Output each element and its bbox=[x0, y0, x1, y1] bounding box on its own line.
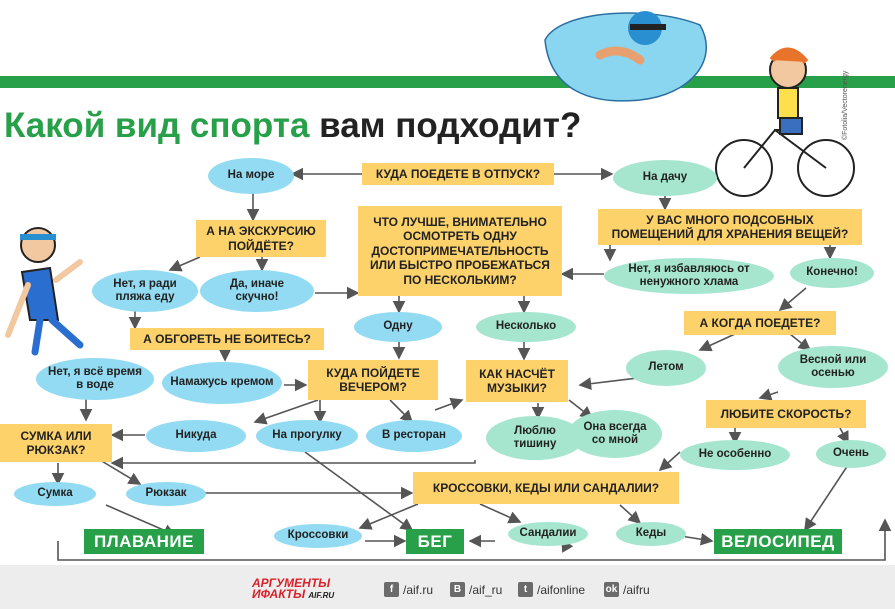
answer-spring: Весной или осенью bbox=[778, 346, 888, 388]
answer-one: Одну bbox=[354, 312, 442, 342]
answer-summer: Летом bbox=[626, 350, 706, 386]
answer-riddance: Нет, я избавляюсь от ненужного хлама bbox=[604, 258, 774, 294]
answer-withme: Она всегда со мной bbox=[568, 410, 662, 458]
question-sightseeing: Что лучше, внимательно осмотреть одну до… bbox=[358, 206, 562, 296]
answer-cream: Намажусь кремом bbox=[162, 362, 282, 404]
footer-bar bbox=[0, 565, 895, 609]
twitter-icon: t bbox=[518, 582, 533, 597]
social-twitter[interactable]: t/aifonline bbox=[518, 582, 585, 597]
answer-backpack: Рюкзак bbox=[126, 482, 206, 506]
aif-logo[interactable]: АРГУМЕНТЫ ИФАКТЫ AIF.RU bbox=[252, 576, 335, 601]
result-swimming: ПЛАВАНИЕ bbox=[84, 529, 204, 554]
answer-walk: На прогулку bbox=[256, 420, 358, 452]
answer-notreally: Не особенно bbox=[680, 440, 790, 470]
runner-illustration bbox=[5, 227, 84, 356]
odnoklassniki-icon: ok bbox=[604, 582, 619, 597]
answer-dacha: На дачу bbox=[613, 160, 717, 196]
result-cycling: ВЕЛОСИПЕД bbox=[714, 529, 842, 554]
question-sunburn: А обгореть не боитесь? bbox=[130, 328, 324, 350]
answer-beach: Нет, я ради пляжа еду bbox=[92, 270, 198, 312]
question-storage: У вас много подсобных помещений для хран… bbox=[598, 209, 862, 245]
answer-sandals: Сандалии bbox=[508, 522, 588, 546]
answer-several: Несколько bbox=[476, 312, 576, 342]
vk-icon: B bbox=[450, 582, 465, 597]
answer-silence: Люблю тишину bbox=[486, 416, 584, 460]
answer-restaurant: В ресторан bbox=[366, 420, 462, 452]
social-vk[interactable]: B/aif_ru bbox=[450, 582, 502, 597]
question-evening: Куда пойдете вечером? bbox=[308, 360, 438, 400]
answer-water: Нет, я всё время в воде bbox=[36, 358, 154, 400]
answer-sneakers: Кроссовки bbox=[274, 524, 362, 548]
question-excursion: А на экскурсию пойдёте? bbox=[196, 220, 326, 257]
question-shoes: Кроссовки, кеды или сандалии? bbox=[413, 472, 679, 504]
answer-sea: На море bbox=[208, 158, 294, 194]
answer-keds: Кеды bbox=[616, 522, 686, 546]
answer-ofcourse: Конечно! bbox=[790, 258, 874, 288]
question-bag: Сумка или рюкзак? bbox=[0, 424, 112, 462]
answer-bag: Сумка bbox=[14, 482, 96, 506]
facebook-icon: f bbox=[384, 582, 399, 597]
question-when: А когда поедете? bbox=[684, 311, 836, 335]
answer-very: Очень bbox=[816, 440, 886, 468]
answer-nowhere: Никуда bbox=[146, 420, 246, 452]
page-title: Какой вид спорта вам подходит? bbox=[4, 106, 582, 145]
result-running: БЕГ bbox=[406, 529, 464, 554]
social-facebook[interactable]: f/aif.ru bbox=[384, 582, 433, 597]
question-vacation: Куда поедете в отпуск? bbox=[362, 163, 554, 185]
question-speed: Любите скорость? bbox=[706, 400, 866, 428]
question-music: Как насчёт музыки? bbox=[466, 360, 568, 402]
swimmer-illustration bbox=[544, 11, 707, 102]
cyclist-illustration bbox=[715, 47, 855, 197]
social-odnoklassniki[interactable]: ok/aifru bbox=[604, 582, 650, 597]
answer-bored: Да, иначе скучно! bbox=[200, 270, 314, 312]
